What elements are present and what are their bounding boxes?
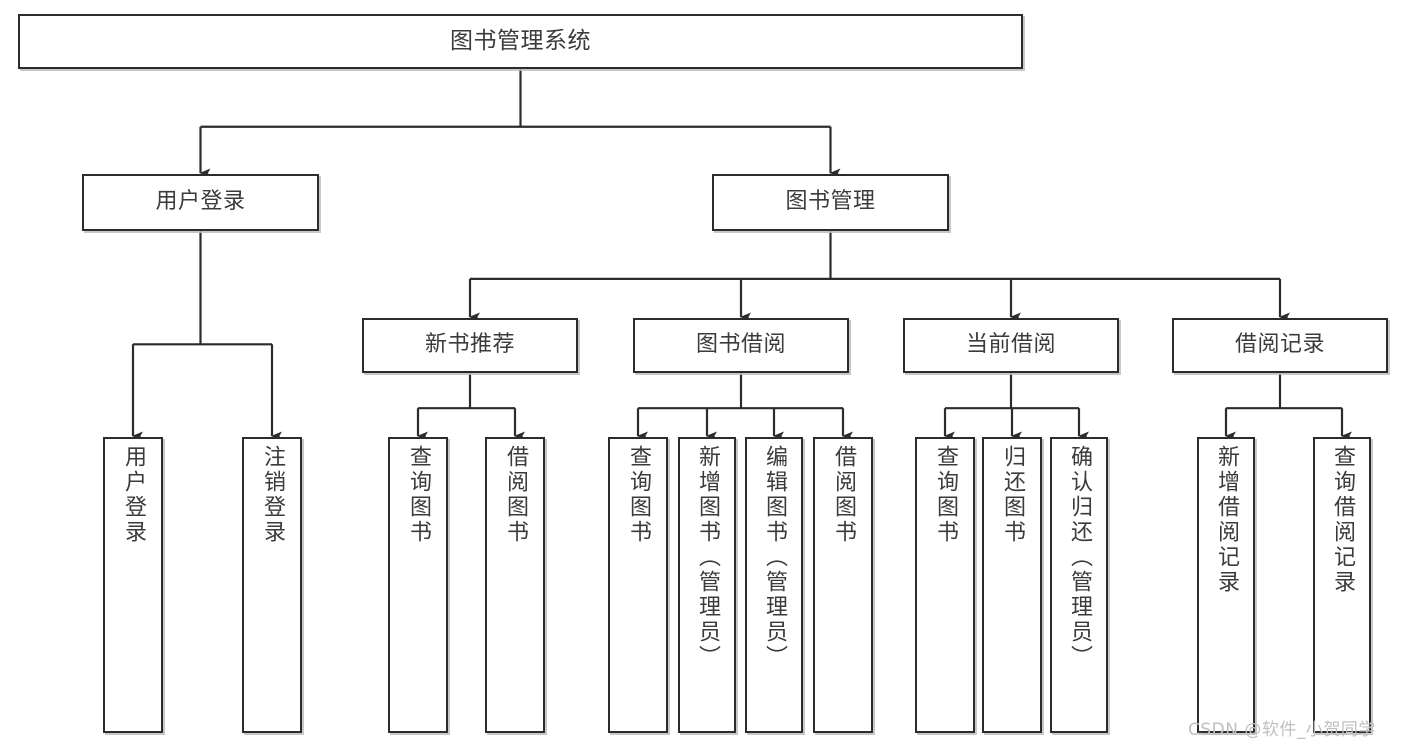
node-label: 查询借阅记录	[1330, 445, 1355, 595]
node-book-manage[interactable]: 图书管理	[712, 174, 949, 231]
node-label: 图书管理系统	[450, 27, 591, 54]
node-label: 查询图书	[933, 445, 958, 545]
node-label: 借阅图书	[831, 445, 856, 545]
node-user-login[interactable]: 用户登录	[82, 174, 319, 231]
leaf-logout[interactable]: 注销登录	[242, 437, 302, 733]
node-label: 确认归还（管理员）	[1067, 445, 1092, 670]
node-label: 用户登录	[121, 445, 146, 545]
node-label: 当前借阅	[965, 332, 1056, 358]
leaf-query-borrow-record[interactable]: 查询借阅记录	[1313, 437, 1371, 733]
node-current-borrow[interactable]: 当前借阅	[903, 318, 1119, 373]
leaf-confirm-return-admin[interactable]: 确认归还（管理员）	[1050, 437, 1108, 733]
node-borrow-record[interactable]: 借阅记录	[1172, 318, 1388, 373]
node-label: 新增图书（管理员）	[695, 445, 720, 670]
node-label: 新书推荐	[424, 332, 515, 358]
node-label: 查询图书	[406, 445, 431, 545]
node-label: 图书借阅	[695, 332, 786, 358]
leaf-user-login[interactable]: 用户登录	[103, 437, 163, 733]
node-label: 借阅记录	[1234, 332, 1325, 358]
leaf-borrow-book-1[interactable]: 借阅图书	[485, 437, 545, 733]
leaf-query-book-2[interactable]: 查询图书	[608, 437, 668, 733]
watermark: CSDN @软件_小贺同学	[1188, 720, 1376, 740]
node-label: 新增借阅记录	[1214, 445, 1239, 595]
node-label: 编辑图书（管理员）	[762, 445, 787, 670]
node-label: 图书管理	[785, 189, 876, 215]
node-book-borrow[interactable]: 图书借阅	[633, 318, 849, 373]
leaf-return-book[interactable]: 归还图书	[982, 437, 1042, 733]
leaf-query-book-3[interactable]: 查询图书	[915, 437, 975, 733]
leaf-add-borrow-record[interactable]: 新增借阅记录	[1197, 437, 1255, 733]
node-new-book-recommend[interactable]: 新书推荐	[362, 318, 578, 373]
leaf-edit-book-admin[interactable]: 编辑图书（管理员）	[745, 437, 803, 733]
leaf-query-book-1[interactable]: 查询图书	[388, 437, 448, 733]
node-label: 注销登录	[260, 445, 285, 545]
leaf-borrow-book-2[interactable]: 借阅图书	[813, 437, 873, 733]
node-root[interactable]: 图书管理系统	[18, 14, 1023, 69]
leaf-add-book-admin[interactable]: 新增图书（管理员）	[678, 437, 736, 733]
node-label: 归还图书	[1000, 445, 1025, 545]
node-label: 借阅图书	[503, 445, 528, 545]
node-label: 用户登录	[155, 189, 246, 215]
node-label: 查询图书	[626, 445, 651, 545]
